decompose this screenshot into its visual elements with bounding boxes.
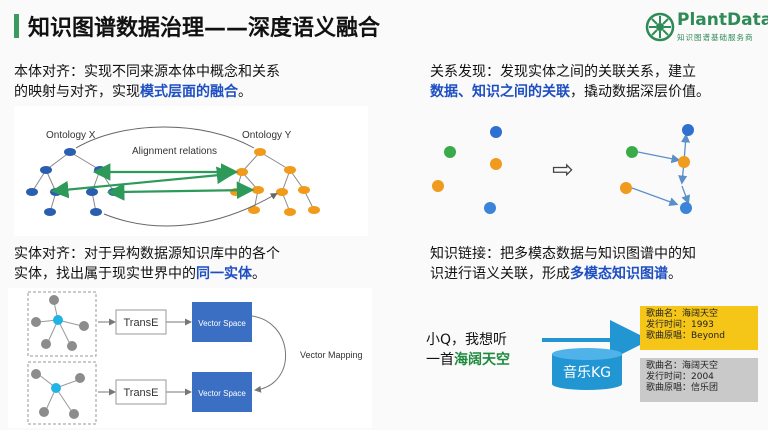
knowledge-line1: 知识链接：把多模态数据与知识图谱中的知 bbox=[430, 246, 696, 262]
page-title: 知识图谱数据治理——深度语义融合 bbox=[28, 16, 381, 41]
song-card-1993: 歌曲名：海阔天空 发行时间：1993 歌曲原唱：Beyond bbox=[640, 306, 758, 350]
ontology-alignment-text: 本体对齐：实现不同来源本体中概念和关系 的映射与对齐，实现模式层面的融合。 bbox=[14, 62, 374, 102]
transe-top-label: TransE bbox=[123, 317, 158, 329]
music-kg-graphic bbox=[542, 320, 650, 390]
card1-title: 歌曲名：海阔天空 bbox=[646, 309, 719, 319]
relation-line1: 关系发现：发现实体之间的关联关系，建立 bbox=[430, 64, 696, 80]
entity-highlight: 同一实体 bbox=[196, 266, 252, 282]
ontology-y-nodes bbox=[230, 148, 320, 216]
ontology-alignment-diagram: Ontology X Ontology Y Alignment relation… bbox=[14, 106, 368, 236]
voice-query-line1: 小Q，我想听 bbox=[426, 332, 508, 348]
transe-box-top bbox=[115, 309, 167, 335]
ontology-line2: 的映射与对齐，实现模式层面的融合。 bbox=[14, 84, 252, 100]
transe-bottom-label: TransE bbox=[123, 387, 158, 399]
vector-mapping-curve bbox=[251, 315, 287, 393]
card2-artist: 歌曲原唱：信乐团 bbox=[646, 383, 719, 393]
entity-alignment-text: 实体对齐：对于异构数据源知识库中的各个 实体，找出属于现实世界中的同一实体。 bbox=[14, 244, 374, 284]
knowledge-line2: 识进行语义关联，形成多模态知识图谱。 bbox=[430, 266, 682, 282]
transe-box-bottom bbox=[115, 379, 167, 405]
relation-line2: 数据、知识之间的关联，撬动数据深层价值。 bbox=[430, 84, 710, 100]
voice-query: 小Q，我想听 一首海阔天空 bbox=[426, 330, 510, 370]
card2-title: 歌曲名：海阔天空 bbox=[646, 361, 719, 371]
relation-after-edges bbox=[631, 133, 691, 207]
entity-node-top bbox=[53, 315, 63, 325]
plantdata-logo-icon bbox=[645, 12, 675, 42]
logo-name: PlantData bbox=[677, 10, 768, 30]
entity-alignment-diagram: TransE TransE Vector Space Vector Space … bbox=[8, 288, 372, 428]
logo-tagline: 知识图谱基础服务商 bbox=[677, 33, 754, 42]
relation-after-nodes bbox=[620, 124, 694, 214]
card1-date: 发行时间：1993 bbox=[646, 320, 714, 330]
ontology-line1: 本体对齐：实现不同来源本体中概念和关系 bbox=[14, 64, 280, 80]
voice-query-line2: 一首海阔天空 bbox=[426, 352, 510, 368]
relation-discovery-diagram: ⇨ bbox=[432, 124, 694, 214]
vector-space-top-label: Vector Space bbox=[198, 319, 246, 328]
vector-space-box-bottom bbox=[192, 372, 252, 412]
ontology-y-label: Ontology Y bbox=[242, 130, 292, 141]
vector-mapping-label: Vector Mapping bbox=[300, 350, 363, 360]
entity-node-bottom bbox=[51, 383, 61, 393]
voice-query-song: 海阔天空 bbox=[454, 352, 510, 368]
music-kg-label: 音乐KG bbox=[562, 365, 612, 381]
song-card-2004: 歌曲名：海阔天空 发行时间：2004 歌曲原唱：信乐团 bbox=[640, 358, 758, 402]
entity-line1: 实体对齐：对于异构数据源知识库中的各个 bbox=[14, 246, 280, 262]
transform-arrow-icon: ⇨ bbox=[552, 154, 574, 184]
plantdata-logo: PlantData 知识图谱基础服务商 bbox=[645, 10, 768, 46]
music-kg-cylinder bbox=[552, 348, 622, 390]
knowledge-highlight: 多模态知识图谱 bbox=[570, 266, 668, 282]
card2-date: 发行时间：2004 bbox=[646, 372, 714, 382]
knowledge-linking-text: 知识链接：把多模态数据与知识图谱中的知 识进行语义关联，形成多模态知识图谱。 bbox=[430, 244, 760, 284]
alignment-relations-label: Alignment relations bbox=[132, 146, 217, 157]
vector-space-bottom-label: Vector Space bbox=[198, 389, 246, 398]
title-accent-bar bbox=[14, 14, 19, 38]
relation-discovery-text: 关系发现：发现实体之间的关联关系，建立 数据、知识之间的关联，撬动数据深层价值。 bbox=[430, 62, 760, 102]
entity-line2: 实体，找出属于现实世界中的同一实体。 bbox=[14, 266, 266, 282]
kg-box-top bbox=[27, 291, 97, 357]
card1-artist: 歌曲原唱：Beyond bbox=[646, 331, 725, 341]
alignment-curve-top bbox=[75, 126, 255, 149]
relation-before-nodes bbox=[432, 126, 502, 214]
vector-space-box-top bbox=[192, 302, 252, 342]
ontology-highlight: 模式层面的融合 bbox=[140, 84, 238, 100]
ontology-x-nodes bbox=[26, 148, 120, 216]
relation-highlight: 数据、知识之间的关联 bbox=[430, 84, 570, 100]
ontology-x-label: Ontology X bbox=[46, 130, 96, 141]
alignment-curve-bottom bbox=[103, 192, 278, 227]
alignment-arrows bbox=[50, 163, 255, 201]
